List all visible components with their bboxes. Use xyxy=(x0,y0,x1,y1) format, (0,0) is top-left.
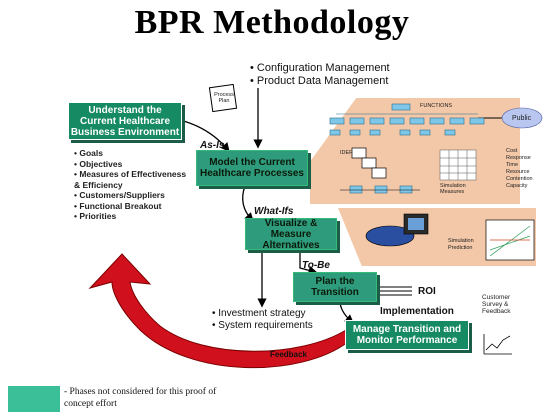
public-cloud xyxy=(501,107,543,129)
simulation-computer xyxy=(365,213,429,247)
manage-box[interactable]: Manage Transition and Monitor Performanc… xyxy=(345,320,469,350)
what-ifs-label: What-Ifs xyxy=(254,206,294,217)
model-box[interactable]: Model the Current Healthcare Processes xyxy=(196,150,308,186)
public-label: Public xyxy=(512,115,532,122)
functions-label: FUNCTIONS xyxy=(420,103,453,109)
legend-swatch xyxy=(8,386,60,412)
customer-survey-label: Customer Survey & Feedback xyxy=(482,294,511,315)
bullet-functional: Functional Breakout xyxy=(74,201,194,212)
idef-diagram xyxy=(351,147,387,179)
top-bullet-2: • Product Data Management xyxy=(250,75,389,87)
simulation-prediction-label: Simulation Prediction xyxy=(448,238,474,251)
measure-list: Cost Response Time Resource Contention C… xyxy=(506,148,544,190)
bullet-goals: Goals xyxy=(74,148,194,159)
customer-feedback-chart xyxy=(483,334,512,355)
bullet-customers: Customers/Suppliers xyxy=(74,190,194,201)
roi-label: ROI xyxy=(418,286,436,297)
simulation-measures-label: Simulation Measures xyxy=(440,183,466,195)
requirements-bullet: • System requirements xyxy=(212,320,313,331)
arrow-understand-to-model xyxy=(179,119,230,153)
prediction-chart xyxy=(485,219,535,261)
feedback-label: Feedback xyxy=(270,350,307,359)
bullet-measures: Measures of Effectiveness & Efficiency xyxy=(74,169,194,190)
investment-bullet: • Investment strategy xyxy=(212,308,306,319)
functions-hierarchy xyxy=(329,103,485,136)
process-plan-label: Process Plan xyxy=(214,92,234,104)
as-is-label: As-Is xyxy=(200,140,225,151)
process-flow xyxy=(349,185,413,194)
understand-bullets: Goals Objectives Measures of Effectivene… xyxy=(74,148,194,222)
page-title: BPR Methodology xyxy=(134,4,410,41)
idef-label: IDEF xyxy=(340,150,353,156)
understand-box[interactable]: Understand the Current Healthcare Busine… xyxy=(68,102,182,140)
plan-box[interactable]: Plan the Transition xyxy=(293,272,377,302)
measure-capacity: Capacity xyxy=(506,183,528,189)
arrow-model-to-visualize xyxy=(242,185,254,222)
feedback-arrow xyxy=(88,253,349,369)
top-bullet-1: • Configuration Management xyxy=(250,62,390,74)
visualize-box[interactable]: Visualize & Measure Alternatives xyxy=(245,218,337,251)
arrow-visualize-to-plan xyxy=(299,248,318,275)
bullet-priorities: Priorities xyxy=(74,211,194,222)
legend-text: - Phases not considered for this proof o… xyxy=(64,387,217,409)
to-be-label: To-Be xyxy=(302,260,330,271)
measure-resource-contention: Resource Contention xyxy=(506,169,533,182)
bullet-objectives: Objectives xyxy=(74,159,194,170)
roi-lines xyxy=(380,286,412,296)
measure-response-time: Response Time xyxy=(506,155,531,168)
simulation-grid xyxy=(439,149,477,181)
measure-cost: Cost xyxy=(506,148,518,154)
implementation-label: Implementation xyxy=(380,306,454,317)
process-plan-doc xyxy=(208,83,238,113)
as-is-detail-panel xyxy=(310,98,520,204)
